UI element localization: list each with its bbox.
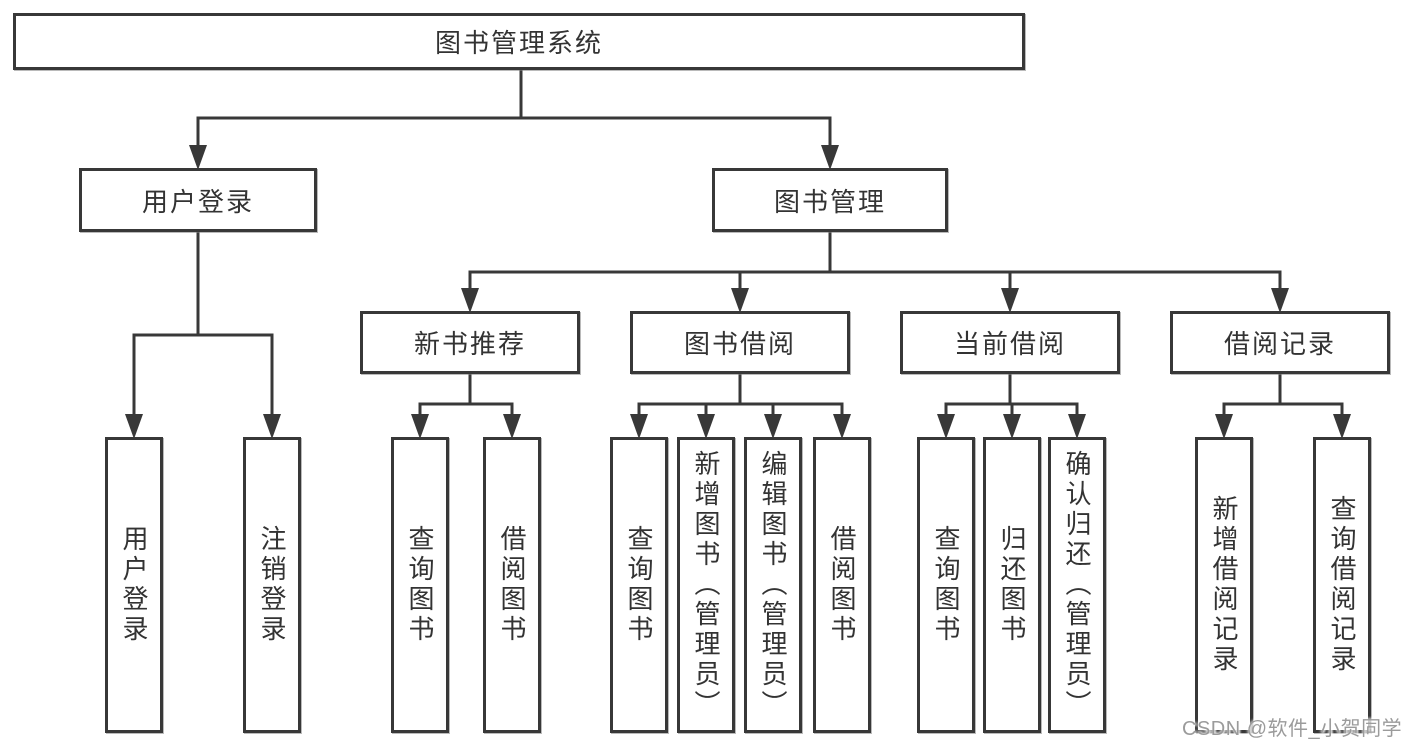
leaf-borrowing-borrow-label: 借阅图书 [827, 525, 857, 645]
leaf-user-login-label: 用户登录 [119, 525, 149, 645]
leaf-newbooks-borrow-label: 借阅图书 [497, 525, 527, 645]
node-borrowing-label: 图书借阅 [683, 329, 796, 359]
node-book-mgmt: 图书管理 [712, 168, 948, 232]
node-borrow-records-label: 借阅记录 [1223, 329, 1336, 359]
leaf-borrowing-add: 新增图书（管理员） [677, 437, 735, 733]
node-borrowing: 图书借阅 [630, 311, 850, 374]
leaf-newbooks-borrow: 借阅图书 [483, 437, 541, 733]
leaf-records-query: 查询借阅记录 [1313, 437, 1371, 733]
leaf-borrowing-edit-label: 编辑图书（管理员） [758, 450, 788, 720]
node-borrow-records: 借阅记录 [1170, 311, 1390, 374]
leaf-records-query-label: 查询借阅记录 [1327, 495, 1357, 675]
leaf-newbooks-query: 查询图书 [391, 437, 449, 733]
node-current-borrow-label: 当前借阅 [953, 329, 1066, 359]
leaf-borrowing-query: 查询图书 [610, 437, 668, 733]
leaf-logout: 注销登录 [243, 437, 301, 733]
leaf-newbooks-query-label: 查询图书 [405, 525, 435, 645]
leaf-borrowing-add-label: 新增图书（管理员） [691, 450, 721, 720]
node-user-login: 用户登录 [79, 168, 317, 232]
node-new-books: 新书推荐 [360, 311, 580, 374]
leaf-borrowing-edit: 编辑图书（管理员） [744, 437, 802, 733]
arrowheads [125, 145, 1351, 439]
leaf-records-add-label: 新增借阅记录 [1209, 495, 1239, 675]
leaf-borrowing-query-label: 查询图书 [624, 525, 654, 645]
leaf-current-query-label: 查询图书 [931, 525, 961, 645]
leaf-current-query: 查询图书 [917, 437, 975, 733]
csdn-watermark: CSDN @软件_小贺同学 [1182, 718, 1403, 740]
leaf-current-return-label: 归还图书 [997, 525, 1027, 645]
node-user-login-label: 用户登录 [141, 186, 254, 217]
node-book-mgmt-label: 图书管理 [773, 186, 886, 217]
node-new-books-label: 新书推荐 [413, 329, 526, 359]
leaf-logout-label: 注销登录 [257, 525, 287, 645]
leaf-records-add: 新增借阅记录 [1195, 437, 1253, 733]
leaf-user-login: 用户登录 [105, 437, 163, 733]
node-current-borrow: 当前借阅 [900, 311, 1120, 374]
leaf-borrowing-borrow: 借阅图书 [813, 437, 871, 733]
leaf-current-return: 归还图书 [983, 437, 1041, 733]
leaf-current-confirm-label: 确认归还（管理员） [1062, 450, 1092, 720]
leaf-current-confirm: 确认归还（管理员） [1048, 437, 1106, 733]
node-root: 图书管理系统 [13, 13, 1025, 70]
node-root-label: 图书管理系统 [434, 28, 603, 58]
